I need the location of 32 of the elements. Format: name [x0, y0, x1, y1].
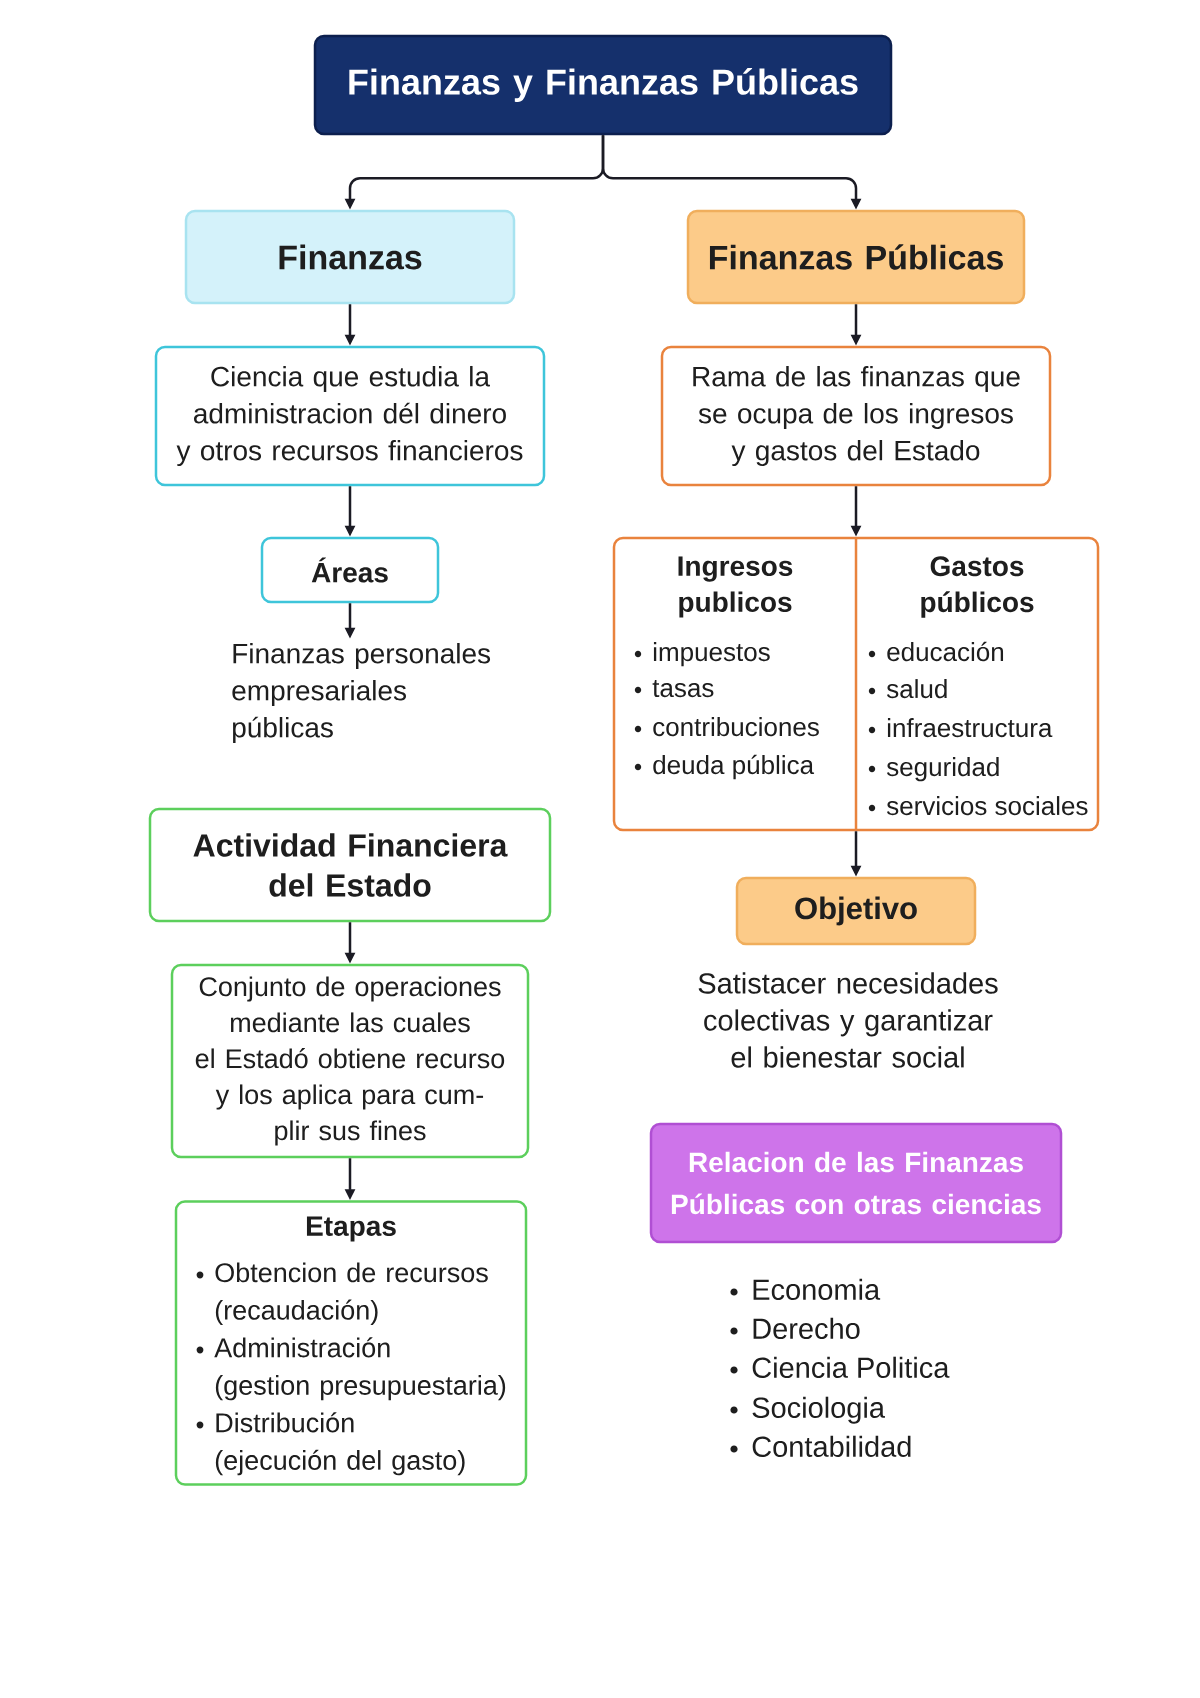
list-item: infraestructura	[887, 718, 1053, 738]
definition-box: Ciencia que estudia la administracion dél dinero y otros recursos financieros	[154, 345, 546, 487]
list-item: deuda pública	[653, 754, 815, 780]
text-label: Finanzas personales empresariales públicas	[232, 642, 491, 744]
list-item: Contabilidad	[752, 1435, 911, 1457]
list-item: Administración (gestion presupuestaria)	[214, 1337, 506, 1401]
list-item: Derecho	[753, 1317, 860, 1339]
description-text: Satistacer necesidades colectivas y garantizar el bienestar social	[698, 972, 998, 1068]
list-item: contribuciones	[653, 717, 819, 737]
list-item: servicios sociales	[886, 796, 1088, 816]
column-heading: Ingresos publicos	[678, 556, 793, 618]
list-item: tasas	[652, 680, 714, 698]
category-box: Finanzas	[184, 209, 516, 305]
definition-box: Rama de las finanzas que se ocupa de los ingresos y gastos del Estado	[660, 345, 1052, 487]
column-heading: Gastos públicos	[921, 556, 1034, 618]
box-heading: Etapas	[306, 1216, 396, 1242]
list-item: Sociologia	[752, 1396, 885, 1424]
heading-box: Actividad Financiera del Estado	[148, 807, 552, 923]
category-box: Finanzas Públicas	[686, 209, 1026, 305]
label-box: Áreas	[260, 536, 440, 604]
list-item: Distribución (ejecución del gasto)	[215, 1412, 465, 1476]
list-item: educación	[887, 641, 1004, 662]
heading-box: Relacion de las Finanzas Públicas con otras ciencias	[649, 1122, 1063, 1244]
list-item: Economia	[753, 1278, 881, 1300]
title-box: Finanzas y Finanzas Públicas	[313, 34, 893, 136]
definition-box: Conjunto de operaciones mediante las cuales el Estadó obtiene recurso y los aplica para cum- plir sus fines	[170, 963, 530, 1159]
list-item: salud	[886, 679, 947, 699]
list-item: Ciencia Politica	[752, 1356, 950, 1378]
list-item: seguridad	[886, 757, 999, 782]
label-box: Objetivo	[735, 876, 977, 946]
list-item: impuestos	[653, 642, 770, 667]
list-item: Obtencion de recursos (recaudación)	[215, 1262, 488, 1326]
